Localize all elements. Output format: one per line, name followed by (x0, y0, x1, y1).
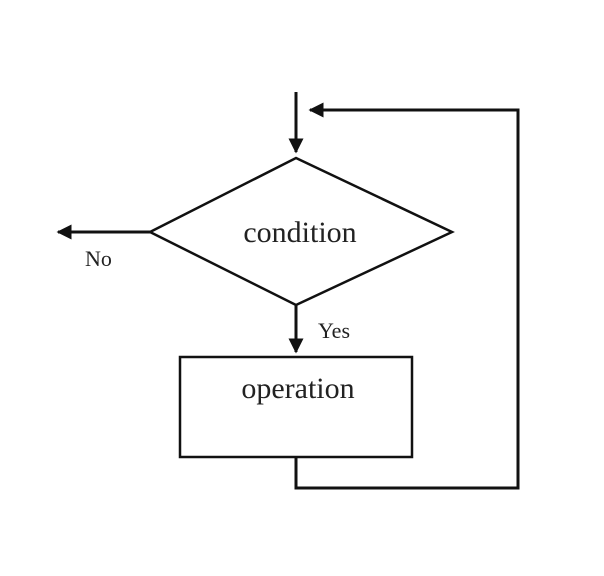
no-branch-label: No (85, 246, 112, 271)
loop-back-arrow (294, 102, 520, 490)
operation-box (178, 355, 414, 459)
operation-label: operation (241, 372, 354, 405)
yes-branch-label: Yes (318, 318, 350, 343)
condition-label: condition (243, 216, 356, 249)
